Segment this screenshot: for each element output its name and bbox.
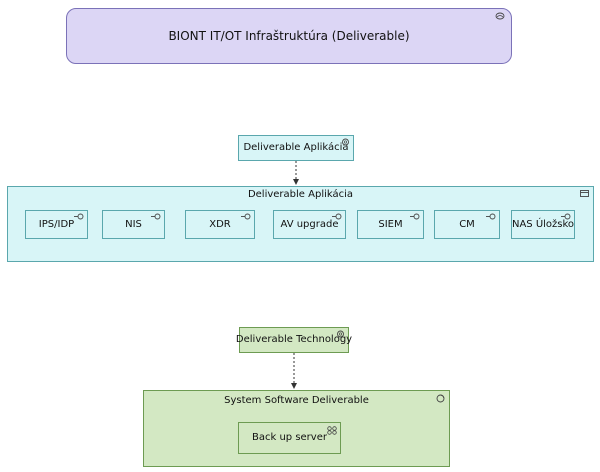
component-label: CM [459, 218, 475, 230]
group-icon [580, 190, 589, 197]
technology-interface-label: Deliverable Technology [235, 334, 353, 345]
interface-icon [337, 330, 344, 338]
top-deliverable[interactable]: BIONT IT/OT Infraštruktúra (Deliverable) [66, 8, 512, 64]
component-icon [410, 213, 420, 220]
component-label: SIEM [378, 218, 403, 230]
component-icon [332, 213, 342, 220]
component-label: XDR [209, 218, 231, 230]
component-xdr[interactable]: XDR [185, 210, 255, 239]
component-label: NAS Úložsko [511, 218, 575, 230]
component-icon [561, 213, 571, 220]
technology-interface[interactable]: Deliverable Technology [235, 327, 353, 353]
component-av-upgrade[interactable]: AV upgrade [273, 210, 346, 239]
application-group-title: Deliverable Aplikácia [247, 189, 354, 200]
deliverable-icon [495, 12, 505, 20]
application-interface[interactable]: Deliverable Aplikácia [238, 135, 354, 161]
backup-server[interactable]: Back up server [238, 422, 341, 454]
network-icon [327, 426, 337, 435]
component-label: AV upgrade [280, 218, 339, 230]
component-ips-idp[interactable]: IPS/IDP [25, 210, 88, 239]
system-software-title: System Software Deliverable [224, 395, 369, 406]
component-icon [486, 213, 496, 220]
component-nas-ulozisko[interactable]: NAS Úložsko [511, 210, 575, 239]
system-software-icon [436, 394, 445, 403]
component-siem[interactable]: SIEM [357, 210, 424, 239]
component-icon [74, 213, 84, 220]
component-icon [241, 213, 251, 220]
component-icon [151, 213, 161, 220]
application-interface-label: Deliverable Aplikácia [243, 142, 349, 153]
component-nis[interactable]: NIS [102, 210, 165, 239]
component-cm[interactable]: CM [434, 210, 500, 239]
component-label: NIS [125, 218, 142, 230]
backup-server-label: Back up server [252, 432, 327, 443]
interface-icon [342, 138, 349, 146]
component-label: IPS/IDP [38, 218, 75, 230]
top-deliverable-label: BIONT IT/OT Infraštruktúra (Deliverable) [168, 29, 410, 43]
